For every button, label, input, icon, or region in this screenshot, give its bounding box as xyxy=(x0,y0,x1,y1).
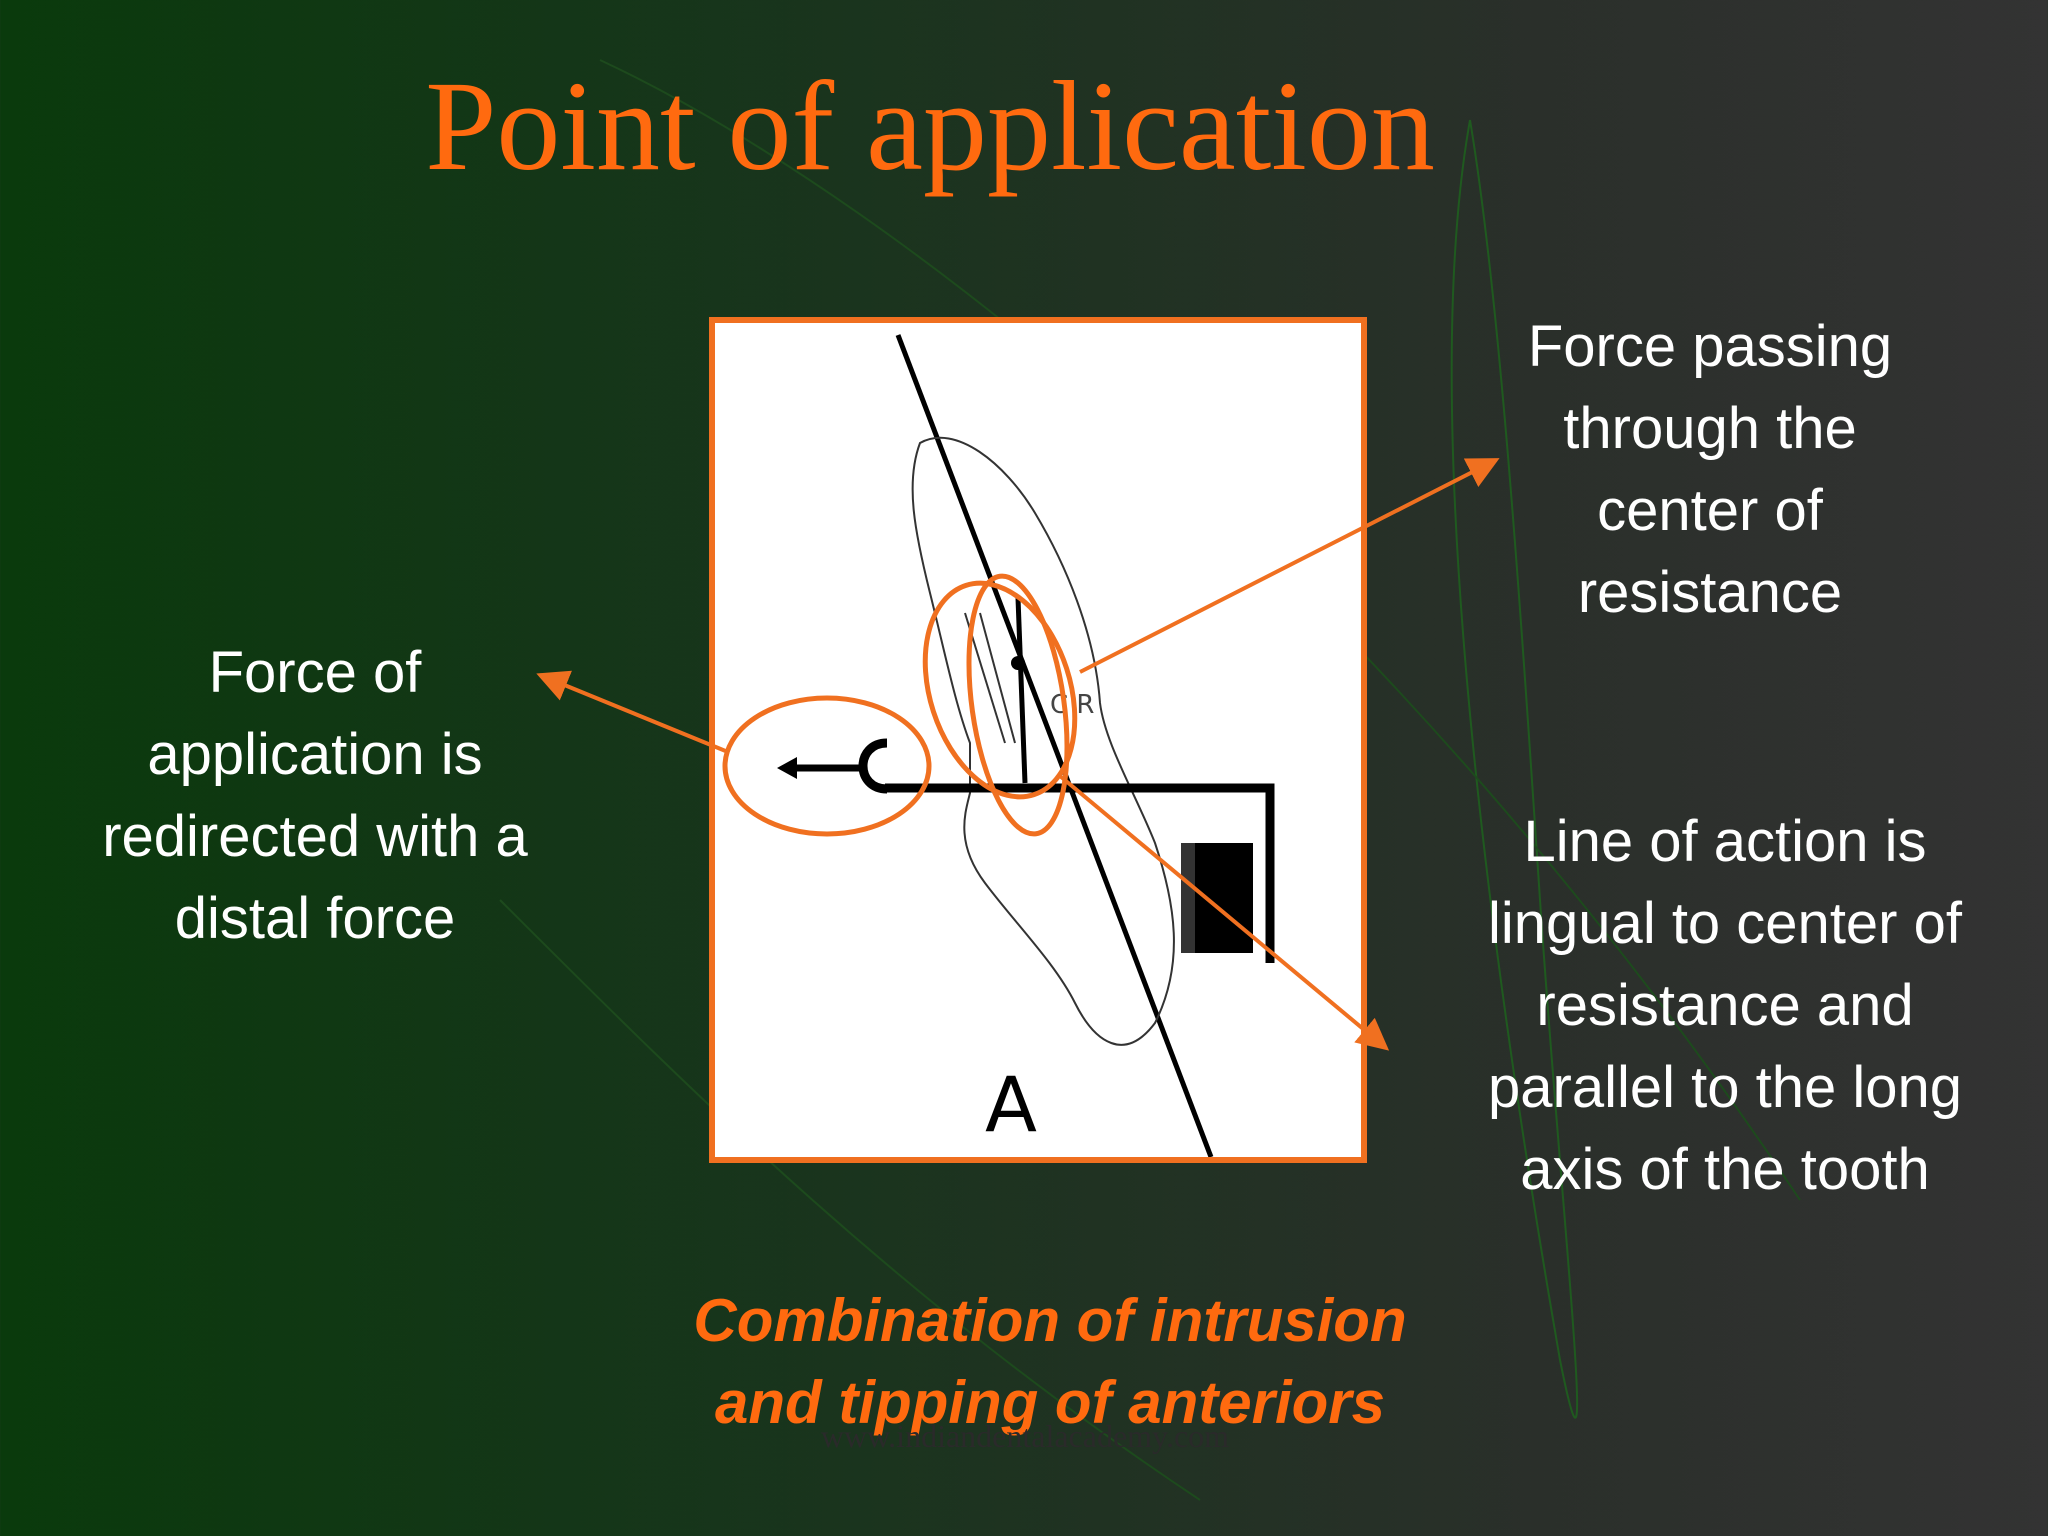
left-annotation-line: Force of xyxy=(208,640,422,705)
bracket-block xyxy=(1193,843,1253,953)
right-bottom-annotation-line: parallel to the long xyxy=(1488,1055,1962,1120)
panel-label: A xyxy=(985,1060,1037,1149)
right-bottom-annotation: Line of action is lingual to center of r… xyxy=(1400,801,2048,1211)
right-bottom-annotation-line: lingual to center of xyxy=(1488,891,1962,956)
left-annotation: Force of application is redirected with … xyxy=(40,632,590,960)
center-resistance-ellipse-inner xyxy=(966,573,1070,837)
arrow-to-left-annotation xyxy=(536,670,729,754)
left-annotation-line: redirected with a xyxy=(102,804,528,869)
long-axis-line xyxy=(895,334,1214,1158)
tooth-diagram-frame: C R A xyxy=(709,317,1367,1163)
bracket-block-edge xyxy=(1181,843,1195,953)
right-bottom-annotation-line: resistance and xyxy=(1536,973,1914,1038)
hatch-mark xyxy=(979,612,1016,744)
vertical-force-line xyxy=(1015,597,1028,784)
bracket-wire xyxy=(885,783,1275,963)
right-bottom-annotation-line: axis of the tooth xyxy=(1520,1137,1930,1202)
slide-caption: Combination of intrusion and tipping of … xyxy=(560,1280,1540,1444)
center-resistance-ellipse-outer xyxy=(922,580,1078,800)
arrow-to-right-bottom-annotation xyxy=(1058,774,1390,1051)
right-top-annotation-line: Force passing xyxy=(1527,314,1893,379)
right-top-annotation: Force passing through the center of resi… xyxy=(1400,306,2020,634)
caption-line: and tipping of anteriors xyxy=(715,1369,1385,1436)
right-top-annotation-line: through the xyxy=(1563,396,1857,461)
watermark-text: www.indiandentalacademy.com xyxy=(820,1418,1230,1454)
tooth-diagram: C R A xyxy=(777,334,1275,1158)
right-bottom-annotation-line: Line of action is xyxy=(1523,809,1927,874)
arrow-to-right-top-annotation xyxy=(1079,458,1500,674)
hook xyxy=(858,738,888,794)
force-origin-ellipse xyxy=(722,695,932,837)
left-annotation-line: application is xyxy=(147,722,483,787)
right-top-annotation-line: center of xyxy=(1597,478,1823,543)
slide-title: Point of application xyxy=(425,55,1435,197)
right-top-annotation-line: resistance xyxy=(1577,560,1843,625)
left-annotation-line: distal force xyxy=(174,886,456,951)
caption-line: Combination of intrusion xyxy=(693,1287,1407,1354)
distal-force-arrowhead xyxy=(777,757,797,779)
tooth-outline xyxy=(911,436,1175,1046)
